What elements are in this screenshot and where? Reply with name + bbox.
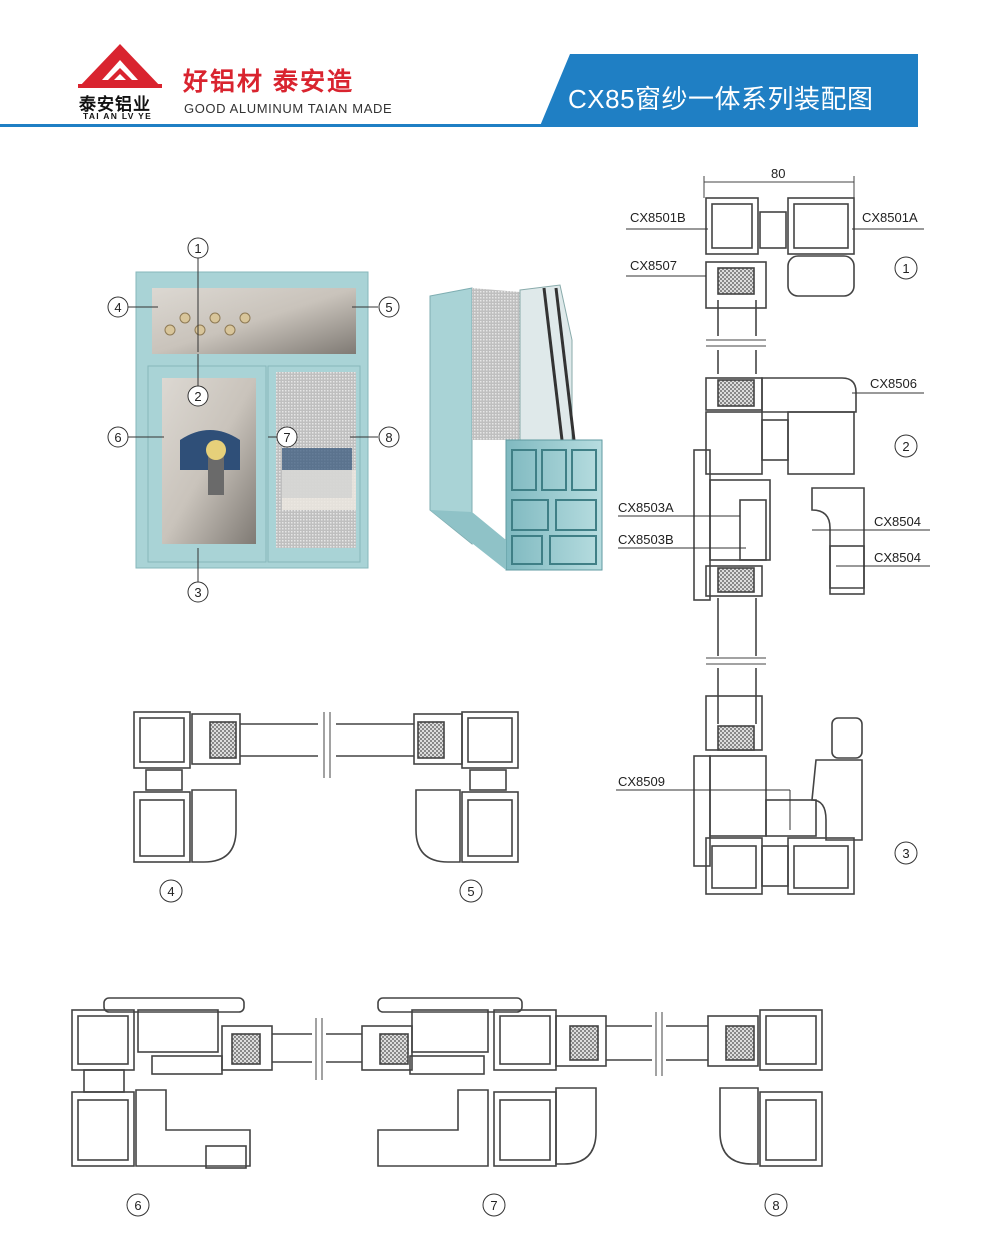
- callout-8: 8: [378, 426, 400, 448]
- callout-3: 3: [187, 581, 209, 603]
- svg-text:1: 1: [194, 241, 201, 256]
- logo-name: 泰安铝业: [79, 95, 151, 114]
- svg-text:7: 7: [283, 430, 290, 445]
- slogan: 好铝材 泰安造: [183, 68, 354, 96]
- callout-2: 2: [187, 385, 209, 407]
- svg-text:1: 1: [902, 261, 909, 276]
- page-title: CX85窗纱一体系列装配图: [568, 84, 874, 114]
- svg-text:3: 3: [902, 846, 909, 861]
- section-6: 6: [126, 1193, 150, 1217]
- label-cx8503a: CX8503A: [618, 500, 674, 515]
- svg-text:8: 8: [385, 430, 392, 445]
- svg-text:4: 4: [167, 884, 174, 899]
- label-cx8501a: CX8501A: [862, 210, 918, 225]
- section-8: 8: [764, 1193, 788, 1217]
- section-2: 2: [894, 434, 918, 458]
- window-callouts: 1 2 3 4 5 6 7 8: [107, 237, 400, 603]
- horizontal-section-4-5: [133, 711, 519, 863]
- svg-text:4: 4: [114, 300, 121, 315]
- section-numbers: 1 2 3 4 5 6 7 8: [126, 256, 918, 1217]
- section-1: 1: [894, 256, 918, 280]
- svg-text:2: 2: [194, 389, 201, 404]
- dimension-width: 80: [771, 166, 785, 181]
- svg-text:6: 6: [114, 430, 121, 445]
- svg-text:5: 5: [467, 884, 474, 899]
- svg-text:8: 8: [772, 1198, 779, 1213]
- svg-text:6: 6: [134, 1198, 141, 1213]
- callout-5: 5: [378, 296, 400, 318]
- callout-7: 7: [276, 426, 298, 448]
- svg-text:2: 2: [902, 439, 909, 454]
- page-header: 泰安铝业 TAI AN LV YE 好铝材 泰安造 GOOD ALUMINUM …: [0, 0, 1000, 135]
- label-cx8501b: CX8501B: [630, 210, 686, 225]
- window-photo: [128, 258, 378, 582]
- vertical-section: [693, 176, 865, 895]
- label-cx8506: CX8506: [870, 376, 917, 391]
- leader-lines: [616, 228, 930, 830]
- label-cx8504-b: CX8504: [874, 550, 921, 565]
- logo-subtitle: TAI AN LV YE: [83, 111, 153, 121]
- svg-text:3: 3: [194, 585, 201, 600]
- title-banner: [0, 54, 918, 127]
- label-cx8507: CX8507: [630, 258, 677, 273]
- taian-logo-icon: [78, 44, 162, 88]
- slogan-english: GOOD ALUMINUM TAIAN MADE: [184, 101, 393, 116]
- section-7: 7: [482, 1193, 506, 1217]
- svg-text:5: 5: [385, 300, 392, 315]
- section-3: 3: [894, 841, 918, 865]
- label-cx8503b: CX8503B: [618, 532, 674, 547]
- callout-6: 6: [107, 426, 129, 448]
- profile-3d-cut: [429, 284, 603, 571]
- label-cx8504-a: CX8504: [874, 514, 921, 529]
- callout-4: 4: [107, 296, 129, 318]
- svg-text:7: 7: [490, 1198, 497, 1213]
- label-cx8509: CX8509: [618, 774, 665, 789]
- section-5: 5: [459, 879, 483, 903]
- horizontal-section-6-7-8: [71, 997, 823, 1169]
- section-4: 4: [159, 879, 183, 903]
- callout-1: 1: [187, 237, 209, 259]
